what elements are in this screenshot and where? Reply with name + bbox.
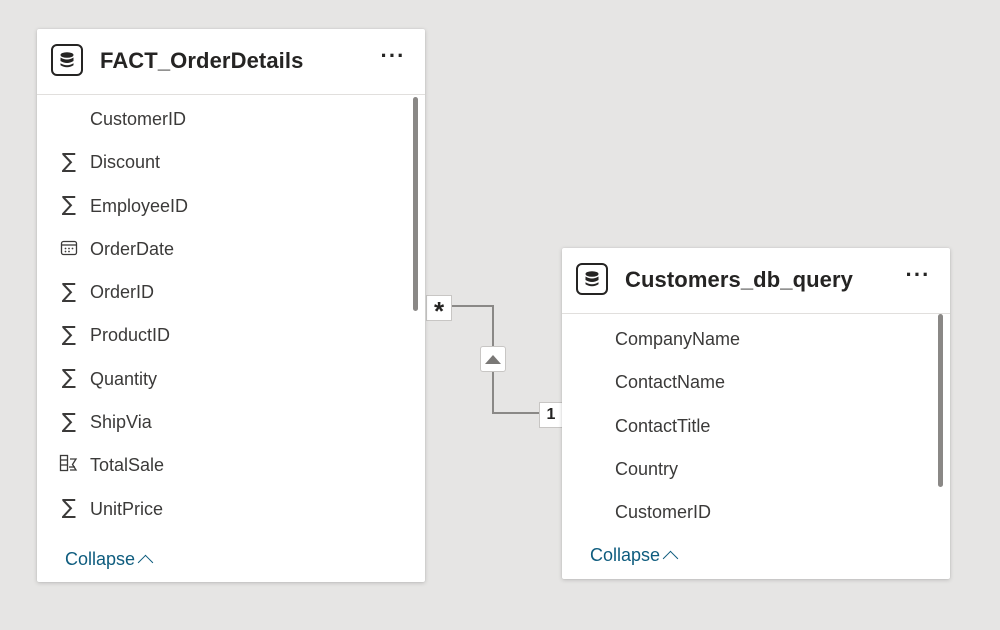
- field-label: Country: [615, 458, 679, 479]
- sigma-icon: ∑: [61, 408, 77, 433]
- field-label: Quantity: [90, 368, 158, 389]
- many-cardinality-marker: *: [426, 295, 452, 326]
- sigma-icon: ∑: [61, 495, 77, 520]
- field-row[interactable]: ∑ UnitPrice: [37, 487, 411, 530]
- field-row[interactable]: ∑ Quantity: [37, 357, 411, 400]
- more-options-button[interactable]: ···: [380, 43, 406, 68]
- field-list: CustomerID ∑ Discount ∑ EmployeeID OrderDate ∑…: [37, 97, 411, 530]
- one-cardinality-marker: 1: [539, 402, 563, 428]
- field-row[interactable]: ContactTitle: [562, 404, 936, 447]
- scrollbar[interactable]: [413, 97, 418, 311]
- field-row[interactable]: ∑ Discount: [37, 140, 411, 183]
- table-card-header[interactable]: FACT_OrderDetails ···: [37, 29, 425, 95]
- field-label: CompanyName: [615, 329, 741, 349]
- field-row[interactable]: ∑ EmployeeID: [37, 184, 411, 227]
- field-row[interactable]: TotalSale: [37, 443, 411, 486]
- field-label: EmployeeID: [90, 195, 189, 216]
- field-row[interactable]: CompanyName: [562, 317, 936, 360]
- cross-filter-direction-icon[interactable]: [480, 346, 506, 372]
- field-label: Discount: [90, 152, 161, 173]
- field-row[interactable]: CustomerID: [37, 97, 411, 140]
- table-icon: [51, 44, 83, 76]
- field-label: ContactTitle: [615, 415, 711, 436]
- field-row[interactable]: ∑ ShipVia: [37, 400, 411, 443]
- calculated-column-icon: [58, 453, 80, 475]
- arrow-up-icon: [485, 354, 501, 364]
- field-row[interactable]: Country: [562, 447, 936, 490]
- field-row[interactable]: ∑ ProductID: [37, 313, 411, 356]
- chevron-up-icon: [137, 554, 154, 571]
- field-label: CustomerID: [615, 502, 712, 523]
- sigma-icon: ∑: [61, 148, 77, 173]
- sigma-icon: ∑: [61, 192, 77, 217]
- field-label: TotalSale: [90, 455, 165, 476]
- field-label: ShipVia: [90, 412, 152, 433]
- field-label: OrderID: [90, 282, 155, 303]
- collapse-button[interactable]: Collapse: [590, 545, 679, 567]
- table-card-header[interactable]: Customers_db_query ···: [562, 248, 950, 314]
- field-row[interactable]: OrderDate: [37, 227, 411, 270]
- table-icon: [576, 263, 608, 295]
- more-options-button[interactable]: ···: [905, 262, 931, 287]
- field-label: ContactName: [615, 372, 726, 393]
- field-row[interactable]: CustomerID: [562, 490, 936, 533]
- table-title: Customers_db_query: [625, 267, 853, 292]
- field-row[interactable]: ∑ OrderID: [37, 270, 411, 313]
- field-row[interactable]: ContactName: [562, 360, 936, 403]
- sigma-icon: ∑: [61, 321, 77, 346]
- sigma-icon: ∑: [61, 278, 77, 303]
- scrollbar[interactable]: [938, 314, 943, 487]
- field-label: OrderDate: [90, 238, 175, 259]
- table-title: FACT_OrderDetails: [100, 48, 304, 73]
- sigma-icon: ∑: [61, 365, 77, 390]
- field-label: UnitPrice: [90, 498, 164, 519]
- calendar-icon: [58, 237, 80, 259]
- collapse-button[interactable]: Collapse: [65, 549, 154, 571]
- table-card-fact-orderdetails[interactable]: FACT_OrderDetails ··· CustomerID ∑ Discoun…: [37, 29, 425, 582]
- field-label: ProductID: [90, 325, 171, 346]
- field-label: CustomerID: [90, 109, 187, 129]
- chevron-up-icon: [662, 550, 679, 567]
